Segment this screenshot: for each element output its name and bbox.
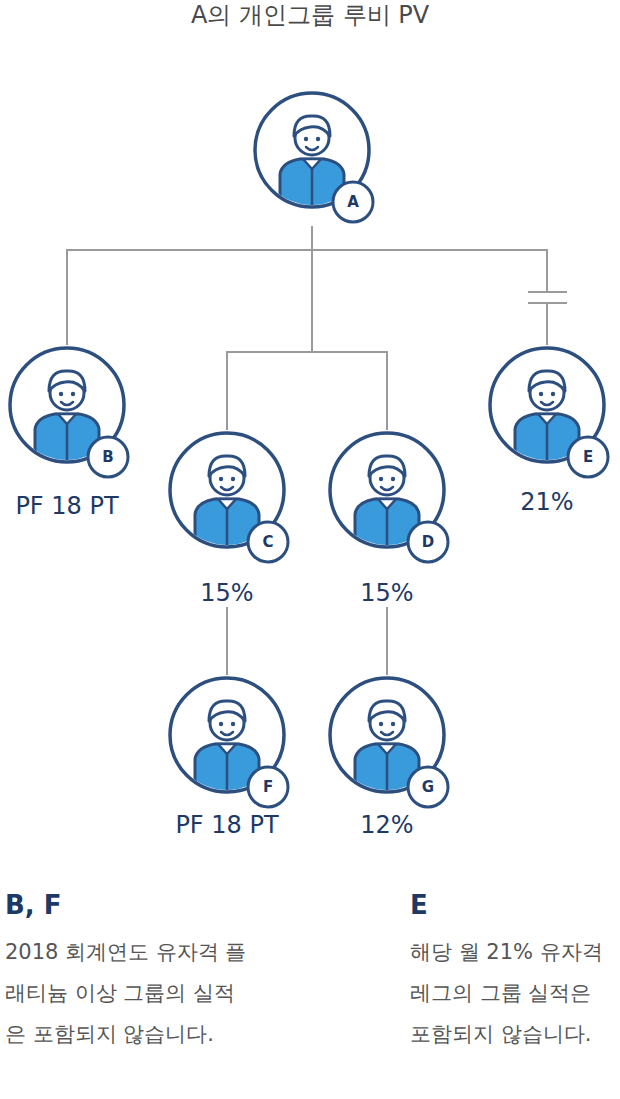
person-node: F PF 18 PT (159, 675, 295, 839)
letter-badge (333, 182, 373, 222)
letter-badge (568, 437, 608, 477)
person-node: D 15% (319, 430, 455, 607)
person-node: A (244, 90, 380, 226)
value-label: 21% (479, 488, 615, 516)
value-label: 12% (319, 811, 455, 839)
value-label: PF 18 PT (0, 492, 135, 520)
letter-badge (408, 522, 448, 562)
tree-connector (226, 607, 228, 675)
person-circle (319, 430, 455, 566)
person-circle (319, 675, 455, 811)
note-body: 2018 회계연도 유자격 플래티늄 이상 그룹의 실적은 포함되지 않습니다. (5, 932, 250, 1055)
person-node: B PF 18 PT (0, 345, 135, 520)
person-node: C 15% (159, 430, 295, 607)
note-heading: E (410, 888, 615, 922)
person-circle (159, 430, 295, 566)
tree-connector (312, 226, 387, 430)
letter-badge (408, 767, 448, 807)
badge-letter: B (88, 437, 128, 477)
tree-connector (312, 226, 547, 345)
person-node: E 21% (479, 345, 615, 516)
person-circle (0, 345, 135, 481)
letter-badge (248, 767, 288, 807)
letter-badge (88, 437, 128, 477)
note-heading: B, F (5, 888, 305, 922)
person-circle (479, 345, 615, 481)
break-line (528, 302, 567, 304)
badge-letter: C (248, 522, 288, 562)
diagram-title: A의 개인그룹 루비 PV (0, 0, 620, 30)
break-line (528, 291, 567, 293)
note-body: 해당 월 21% 유자격 레그의 그룹 실적은 포함되지 않습니다. (410, 932, 615, 1055)
break-gap (538, 293, 556, 303)
badge-letter: A (333, 182, 373, 222)
value-label: 15% (319, 579, 455, 607)
person-node: G 12% (319, 675, 455, 839)
badge-letter: D (408, 522, 448, 562)
badge-letter: G (408, 767, 448, 807)
badge-letter: F (248, 767, 288, 807)
person-circle (159, 675, 295, 811)
tree-connector (67, 226, 312, 345)
letter-badge (248, 522, 288, 562)
value-label: 15% (159, 579, 295, 607)
badge-letter: E (568, 437, 608, 477)
person-circle (244, 90, 380, 226)
value-label: PF 18 PT (159, 811, 295, 839)
tree-connector (227, 226, 312, 430)
tree-connector (386, 607, 388, 675)
